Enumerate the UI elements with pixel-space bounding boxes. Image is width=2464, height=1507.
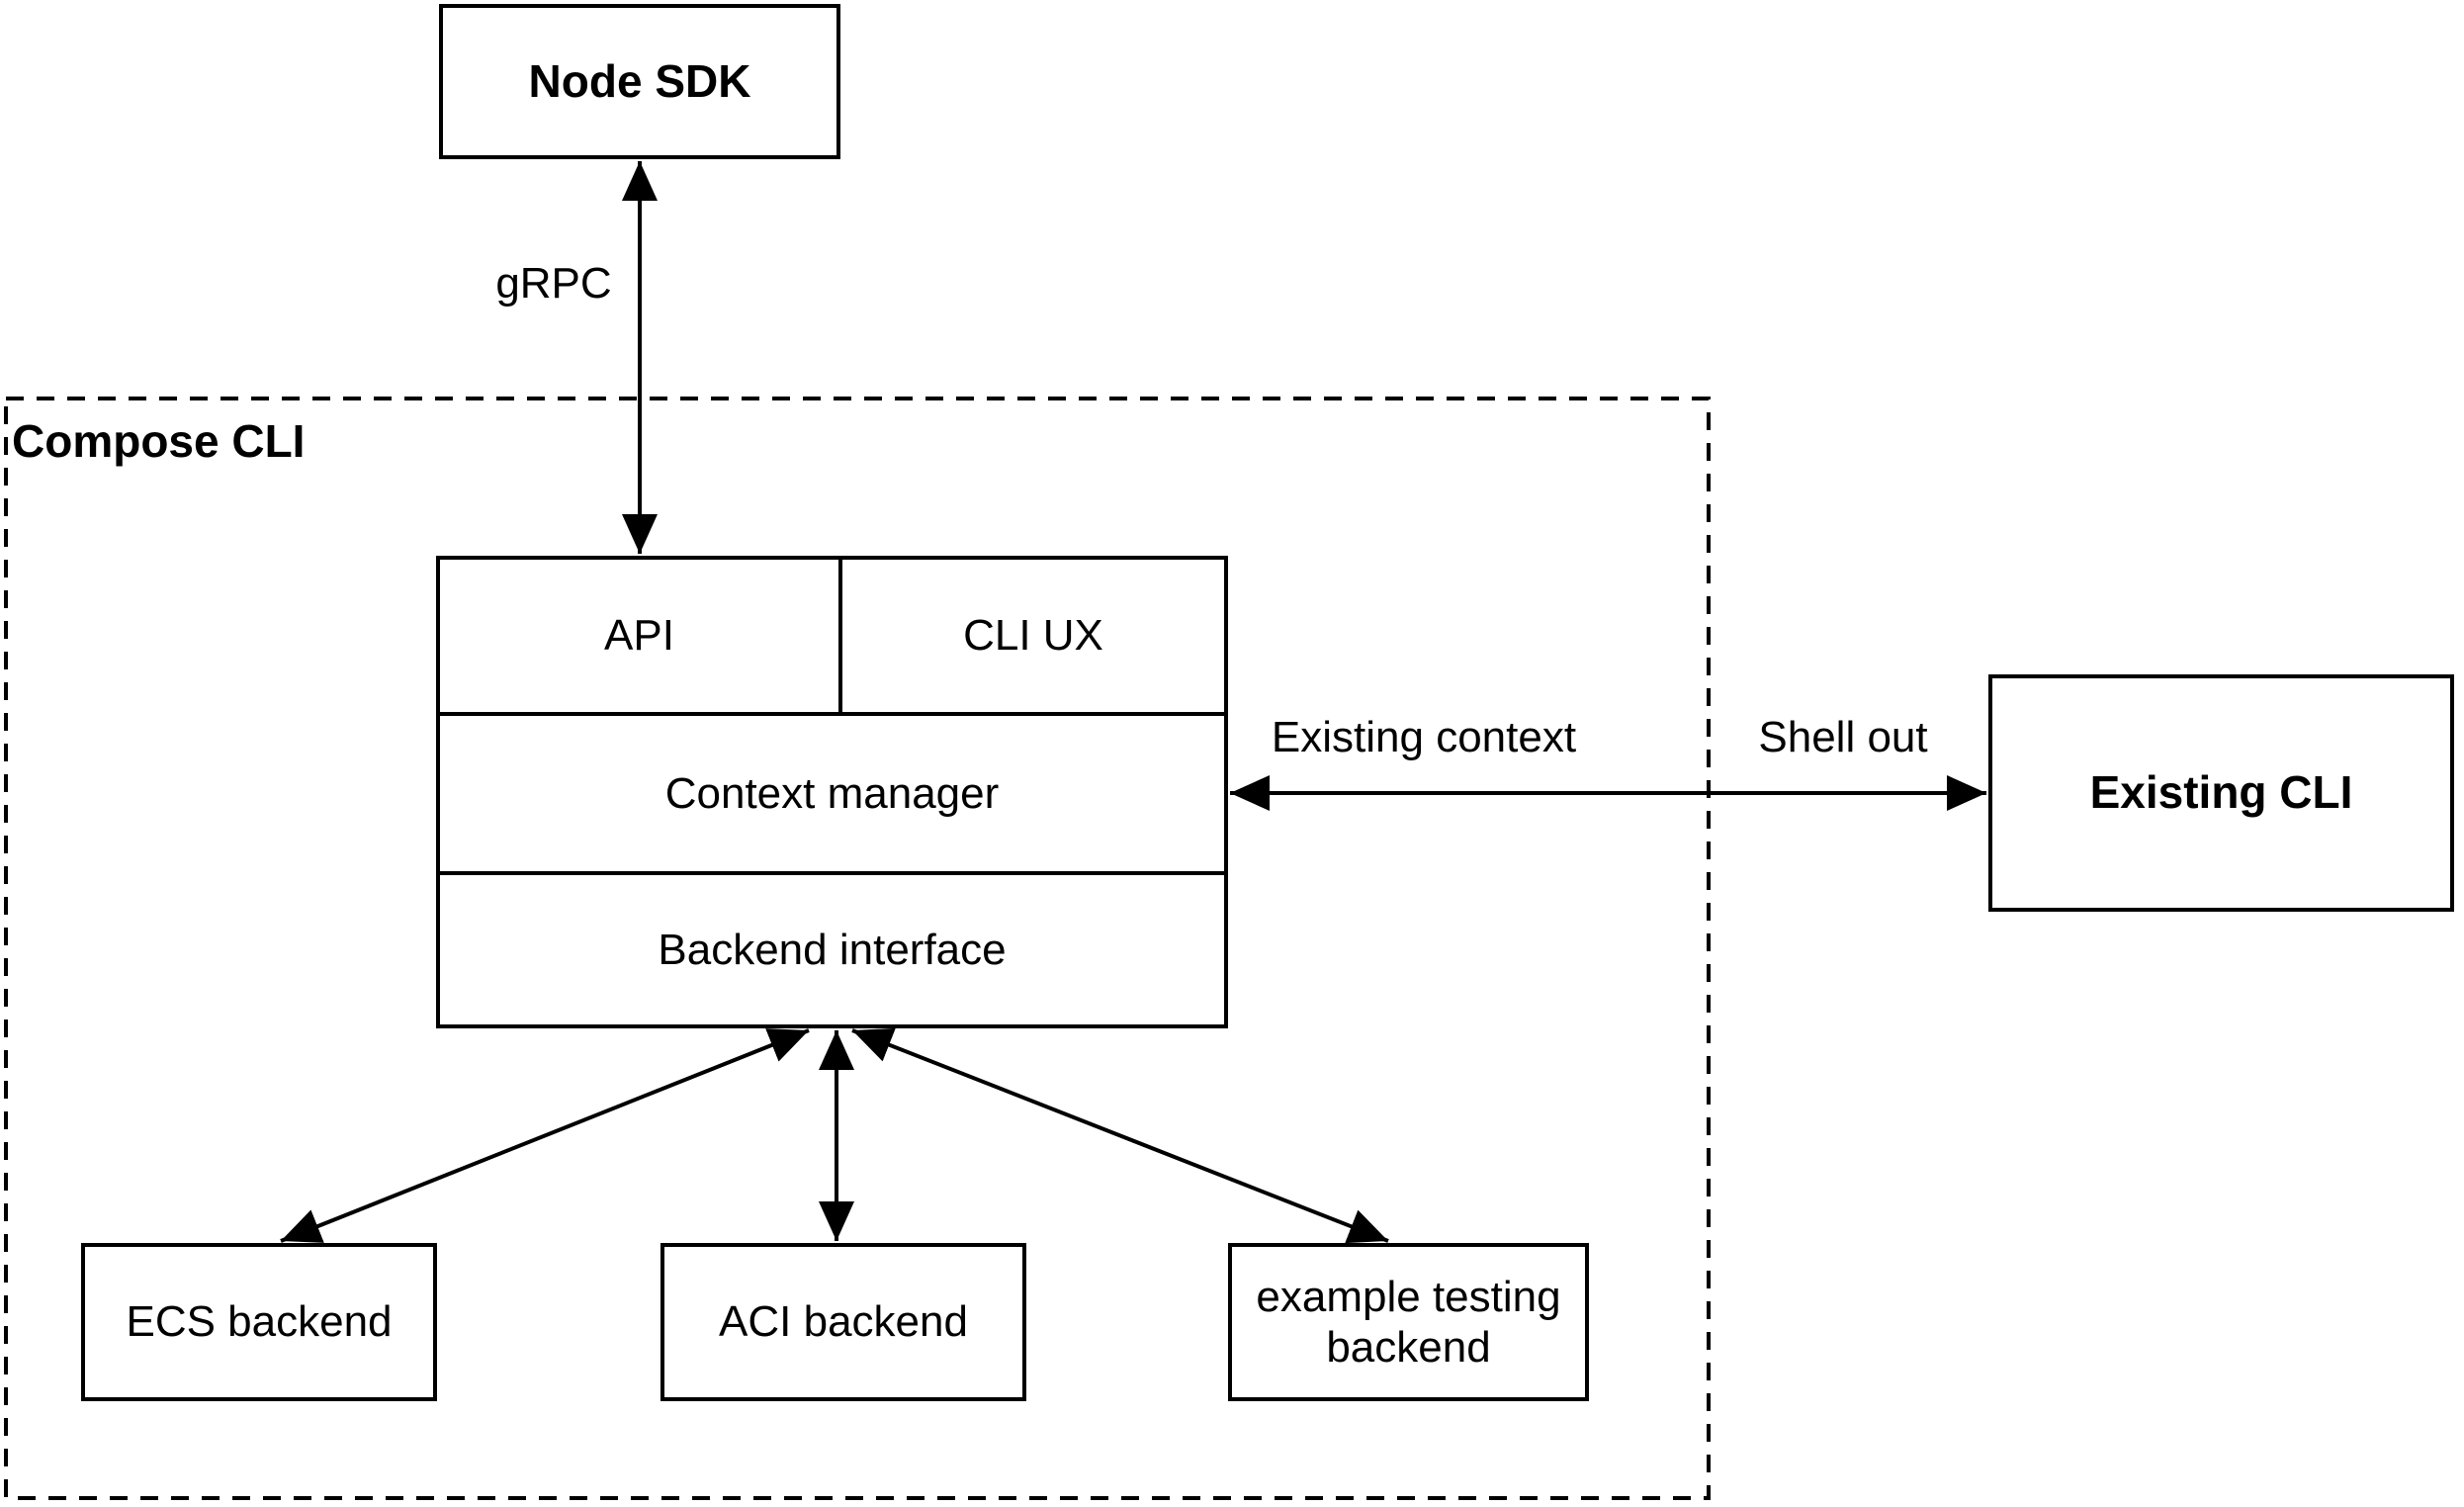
node-api-label: API: [604, 611, 674, 660]
edge-backend-to-ecs: [280, 1028, 810, 1243]
node-aci-backend: ACI backend: [660, 1243, 1026, 1401]
node-compose-cli-stack: API CLI UX Context manager Backend inter…: [436, 556, 1228, 1028]
node-example-testing-backend-label: example testing backend: [1256, 1272, 1561, 1372]
node-example-testing-backend: example testing backend: [1228, 1243, 1589, 1401]
node-cli-ux: CLI UX: [842, 560, 1224, 716]
node-context-manager: Context manager: [440, 716, 1224, 875]
compose-cli-container-border: [4, 397, 1711, 1500]
node-context-manager-label: Context manager: [664, 768, 1000, 818]
edge-label-existing-context: Existing context: [1267, 713, 1581, 762]
node-node-sdk: Node SDK: [439, 4, 840, 159]
node-existing-cli: Existing CLI: [1988, 674, 2454, 912]
compose-cli-container-label: Compose CLI: [12, 415, 306, 467]
node-backend-interface-label: Backend interface: [658, 925, 1007, 974]
node-cli-ux-label: CLI UX: [963, 611, 1103, 660]
node-aci-backend-label: ACI backend: [719, 1297, 968, 1347]
edge-label-shell-out: Shell out: [1754, 713, 1932, 762]
node-ecs-backend: ECS backend: [81, 1243, 437, 1401]
node-node-sdk-label: Node SDK: [528, 54, 751, 107]
edge-backend-to-example: [851, 1027, 1389, 1244]
edge-label-grpc: gRPC: [491, 259, 616, 309]
node-api: API: [440, 560, 842, 716]
node-ecs-backend-label: ECS backend: [126, 1297, 393, 1347]
node-existing-cli-label: Existing CLI: [2089, 766, 2353, 819]
node-backend-interface: Backend interface: [440, 875, 1224, 1024]
